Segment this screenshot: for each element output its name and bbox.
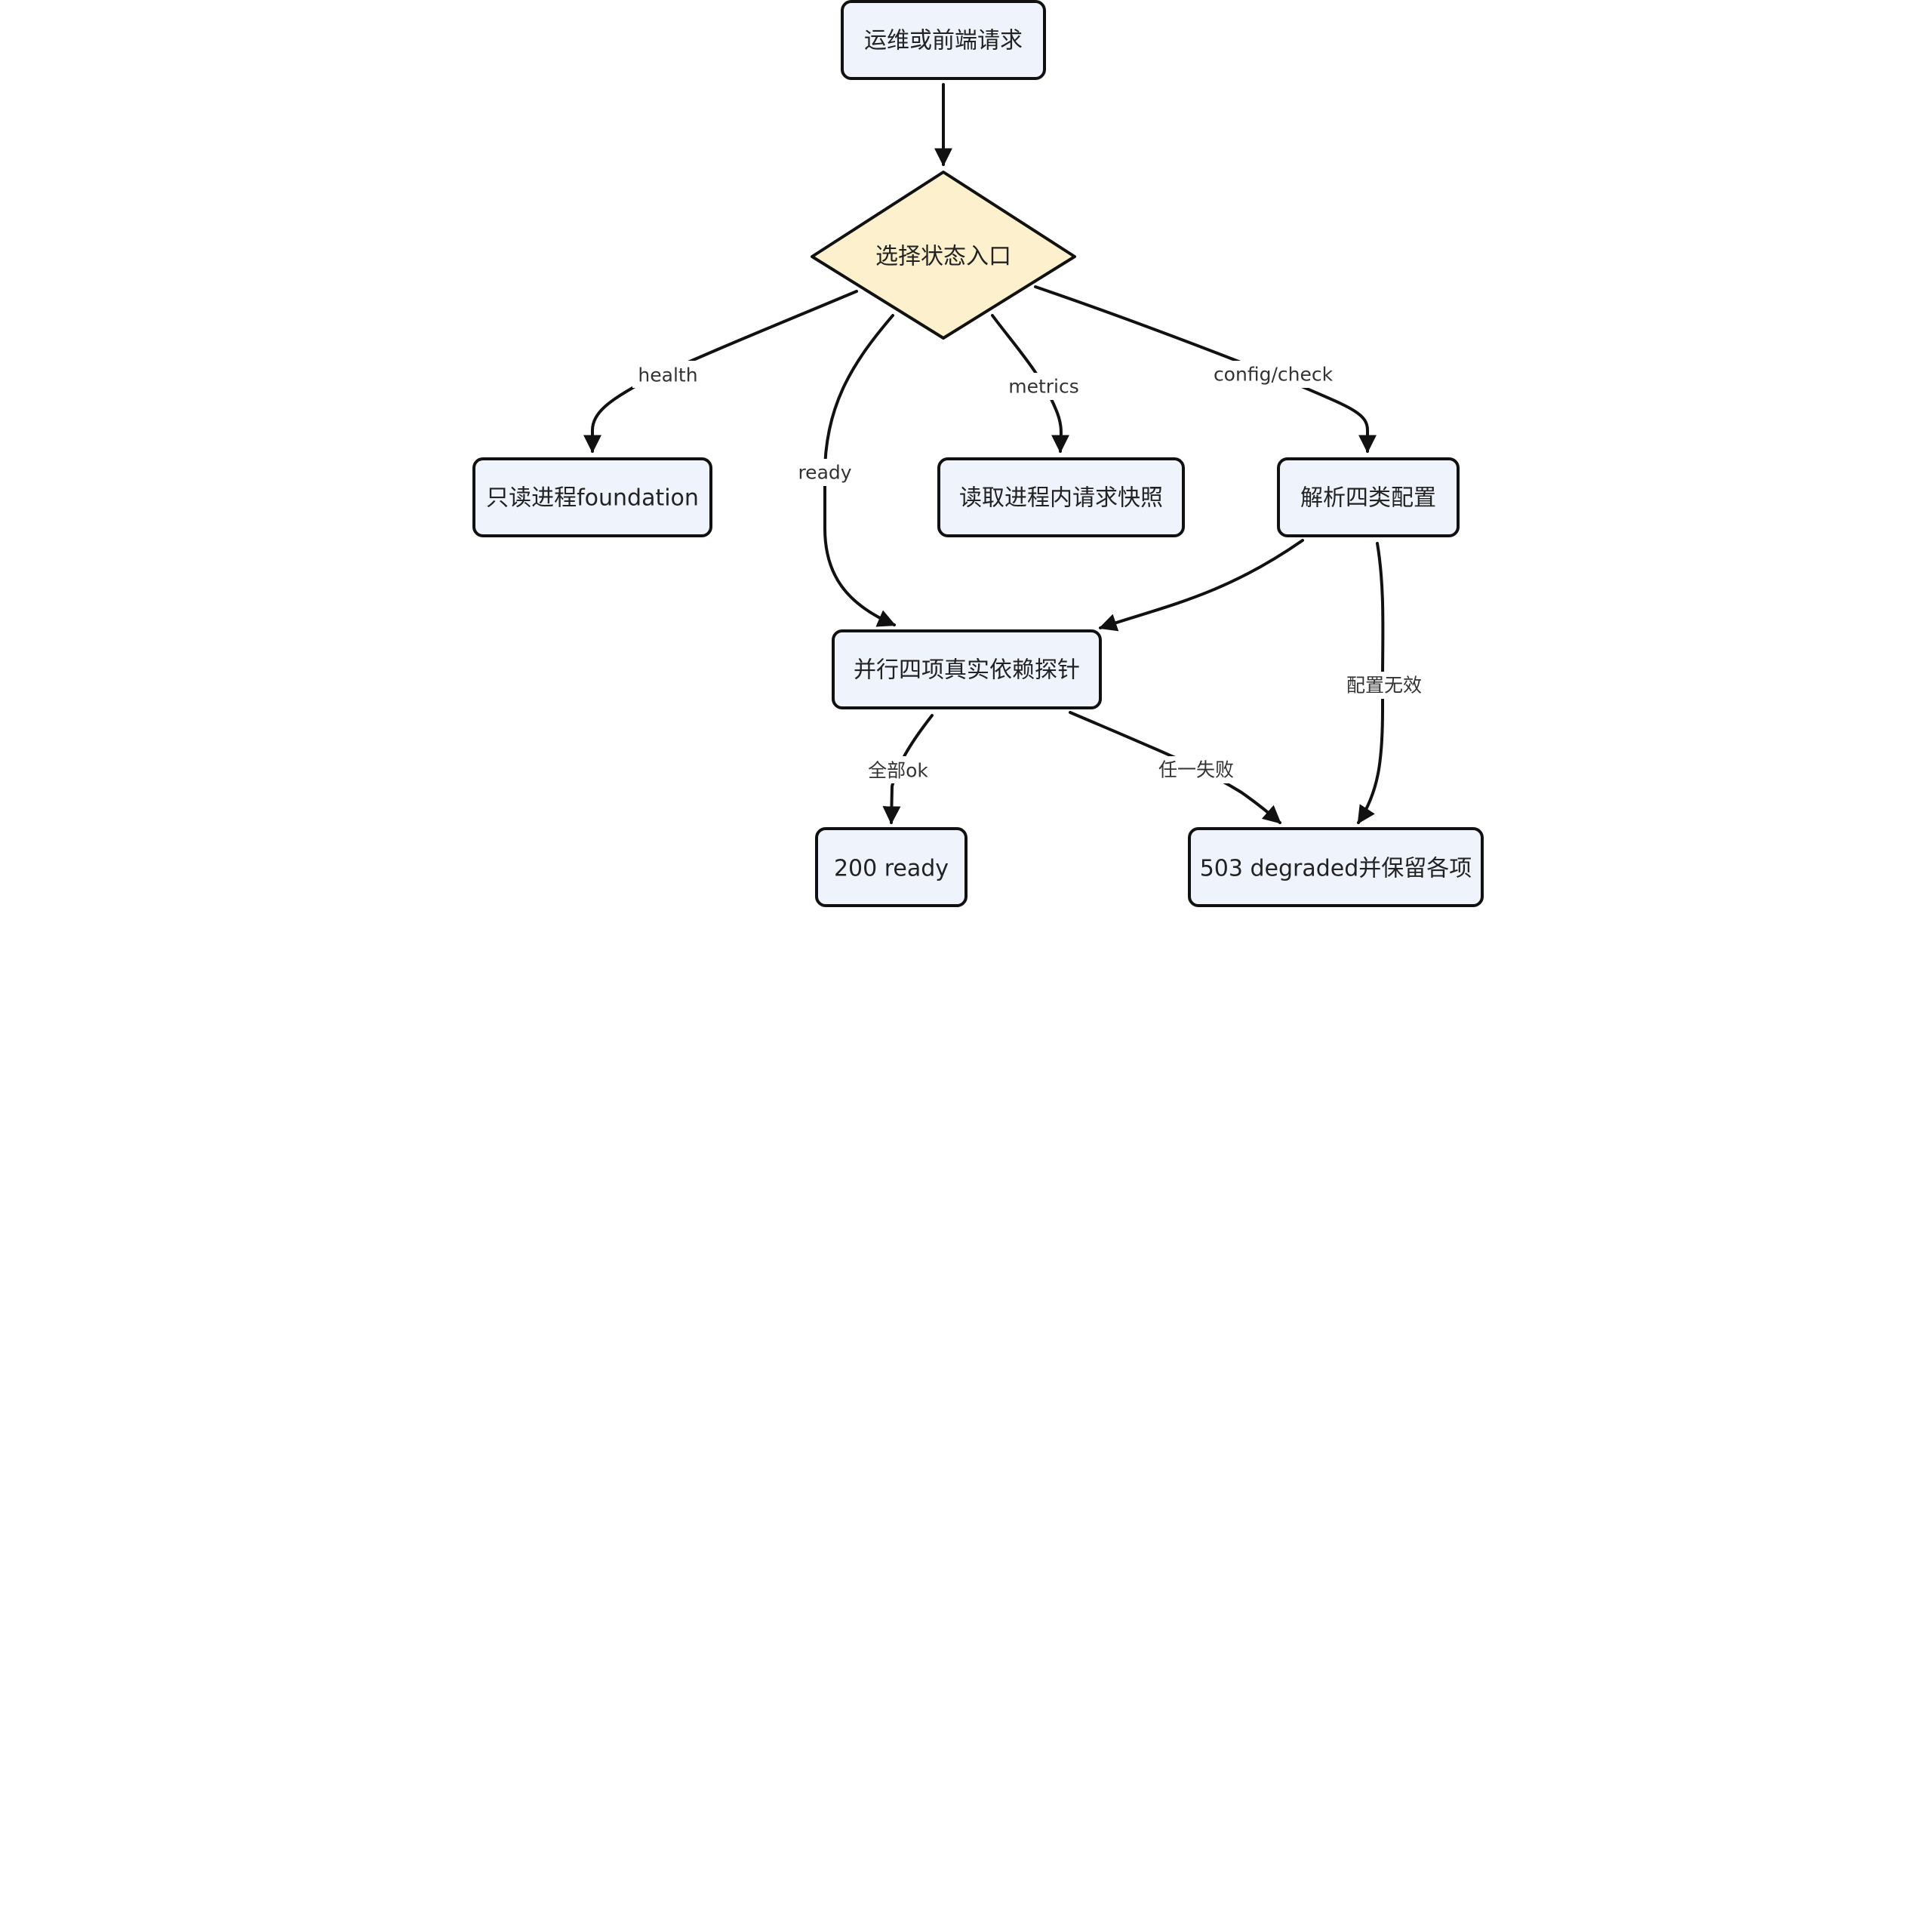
svg-text:config/check: config/check: [1214, 364, 1334, 386]
edge-labels: health ready metrics config/check 配置无效 全…: [632, 361, 1425, 783]
edge-label-all-ok: 全部ok: [862, 756, 934, 783]
edge-label-health: health: [632, 361, 703, 388]
node-foundation: 只读进程foundation: [472, 457, 712, 537]
node-select-decision: 选择状态入口: [811, 171, 1076, 340]
edge-label-ready: ready: [792, 459, 857, 486]
svg-text:运维或前端请求: 运维或前端请求: [864, 28, 1023, 54]
svg-text:任一失败: 任一失败: [1158, 759, 1234, 781]
svg-text:读取进程内请求快照: 读取进程内请求快照: [959, 485, 1163, 512]
svg-text:health: health: [638, 365, 697, 386]
svg-text:metrics: metrics: [1008, 376, 1079, 398]
svg-text:只读进程foundation: 只读进程foundation: [486, 485, 699, 512]
edge-label-metrics: metrics: [1004, 373, 1082, 400]
svg-text:并行四项真实依赖探针: 并行四项真实依赖探针: [854, 657, 1080, 684]
nodes: 运维或前端请求 选择状态入口 只读进程foundation 读取进程内请求快照 …: [472, 0, 1484, 907]
edge-label-any-fail: 任一失败: [1156, 756, 1236, 783]
svg-text:选择状态入口: 选择状态入口: [875, 244, 1011, 270]
edge-all-ok: [882, 714, 934, 825]
node-request: 运维或前端请求: [841, 0, 1046, 80]
edges: [583, 83, 1385, 825]
edge-health: [583, 290, 858, 454]
edge-config-to-probe: [1098, 539, 1304, 632]
node-snapshot: 读取进程内请求快照: [937, 457, 1185, 537]
svg-text:ready: ready: [798, 462, 851, 484]
svg-text:解析四类配置: 解析四类配置: [1300, 485, 1436, 512]
edge-label-config-check: config/check: [1211, 361, 1336, 388]
node-degraded: 503 degraded并保留各项: [1188, 827, 1484, 907]
node-ready-ok: 200 ready: [815, 827, 968, 907]
svg-text:全部ok: 全部ok: [868, 760, 928, 782]
node-probe: 并行四项真实依赖探针: [832, 629, 1102, 709]
svg-text:503 degraded并保留各项: 503 degraded并保留各项: [1200, 856, 1472, 882]
svg-text:200 ready: 200 ready: [834, 856, 949, 882]
node-parse-config: 解析四类配置: [1277, 457, 1460, 537]
svg-text:配置无效: 配置无效: [1346, 675, 1422, 697]
edge-label-config-invalid: 配置无效: [1343, 672, 1425, 699]
